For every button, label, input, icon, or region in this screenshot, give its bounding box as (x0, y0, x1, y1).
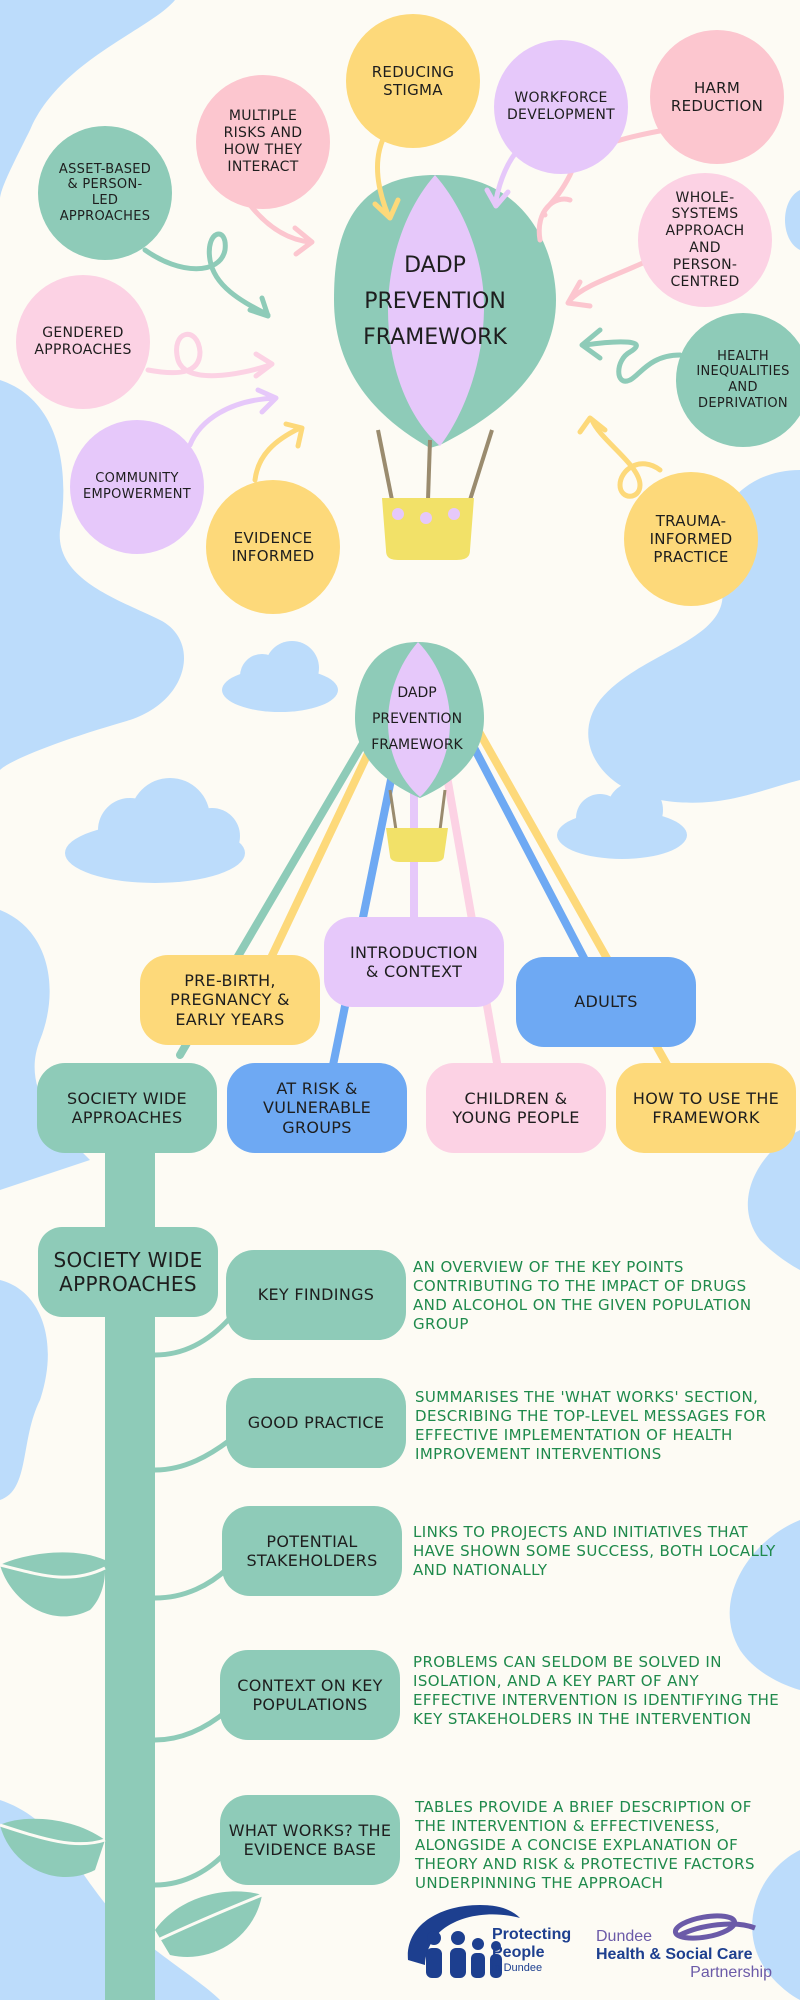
protecting-people-logo-graphic (407, 1905, 520, 1978)
protecting-people-logo: Protecting People in Dundee (492, 1926, 572, 1974)
tree-item-key-findings: KEY FINDINGS (226, 1250, 406, 1340)
theme-evidence-informed: EVIDENCE INFORMED (206, 480, 340, 614)
theme-multiple-risks: MULTIPLE RISKS AND HOW THEY INTERACT (196, 75, 330, 209)
small-balloon-graphic (355, 642, 484, 862)
tree-item-context-key-populations: CONTEXT ON KEY POPULATIONS (220, 1650, 400, 1740)
section-pre-birth[interactable]: PRE-BIRTH, PREGNANCY & EARLY YEARS (140, 955, 320, 1045)
theme-reducing-stigma: REDUCING STIGMA (346, 14, 480, 148)
small-balloon-title: DADP PREVENTION FRAMEWORK (371, 685, 463, 753)
tree-item-key-findings-description: AN OVERVIEW OF THE KEY POINTS CONTRIBUTI… (413, 1258, 752, 1333)
theme-community-empowerment: COMMUNITY EMPOWERMENT (70, 420, 204, 554)
section-society-wide[interactable]: SOCIETY WIDE APPROACHES (37, 1063, 217, 1153)
top-balloon-title: DADP PREVENTION FRAMEWORK (363, 253, 507, 350)
section-adults[interactable]: ADULTS (516, 957, 696, 1047)
dhscp-logo: Dundee Health & Social Care Partnership (596, 1928, 772, 1981)
tree-item-potential-stakeholders-description: LINKS TO PROJECTS AND INITIATIVES THAT H… (413, 1523, 776, 1579)
dhscp-logo-graphic (672, 1913, 756, 1941)
tree-item-context-key-populations-description: PROBLEMS CAN SELDOM BE SOLVED IN ISOLATI… (413, 1653, 780, 1728)
theme-whole-systems: WHOLE-SYSTEMS APPROACH AND PERSON-CENTRE… (638, 173, 772, 307)
section-how-to-use[interactable]: HOW TO USE THE FRAMEWORK (616, 1063, 796, 1153)
section-children[interactable]: CHILDREN & YOUNG PEOPLE (426, 1063, 606, 1153)
section-introduction[interactable]: INTRODUCTION & CONTEXT (324, 917, 504, 1007)
tree-item-good-practice: GOOD PRACTICE (226, 1378, 406, 1468)
theme-health-inequalities: HEALTH INEQUALITIES AND DEPRIVATION (676, 313, 800, 447)
top-balloon-graphic (334, 175, 556, 560)
theme-workforce-development: WORKFORCE DEVELOPMENT (494, 40, 628, 174)
theme-harm-reduction: HARM REDUCTION (650, 30, 784, 164)
tree-item-what-works: WHAT WORKS? THE EVIDENCE BASE (220, 1795, 400, 1885)
theme-asset-based: ASSET-BASED & PERSON-LED APPROACHES (38, 126, 172, 260)
theme-trauma-informed: TRAUMA-INFORMED PRACTICE (624, 472, 758, 606)
theme-gendered-approaches: GENDERED APPROACHES (16, 275, 150, 409)
section-at-risk[interactable]: AT RISK & VULNERABLE GROUPS (227, 1063, 407, 1153)
tree-item-good-practice-description: SUMMARISES THE 'WHAT WORKS' SECTION, DES… (415, 1388, 767, 1463)
tree-item-potential-stakeholders: POTENTIAL STAKEHOLDERS (222, 1506, 402, 1596)
tree-item-what-works-description: TABLES PROVIDE A BRIEF DESCRIPTION OF TH… (415, 1798, 755, 1892)
tree-heading: SOCIETY WIDE APPROACHES (38, 1227, 218, 1317)
